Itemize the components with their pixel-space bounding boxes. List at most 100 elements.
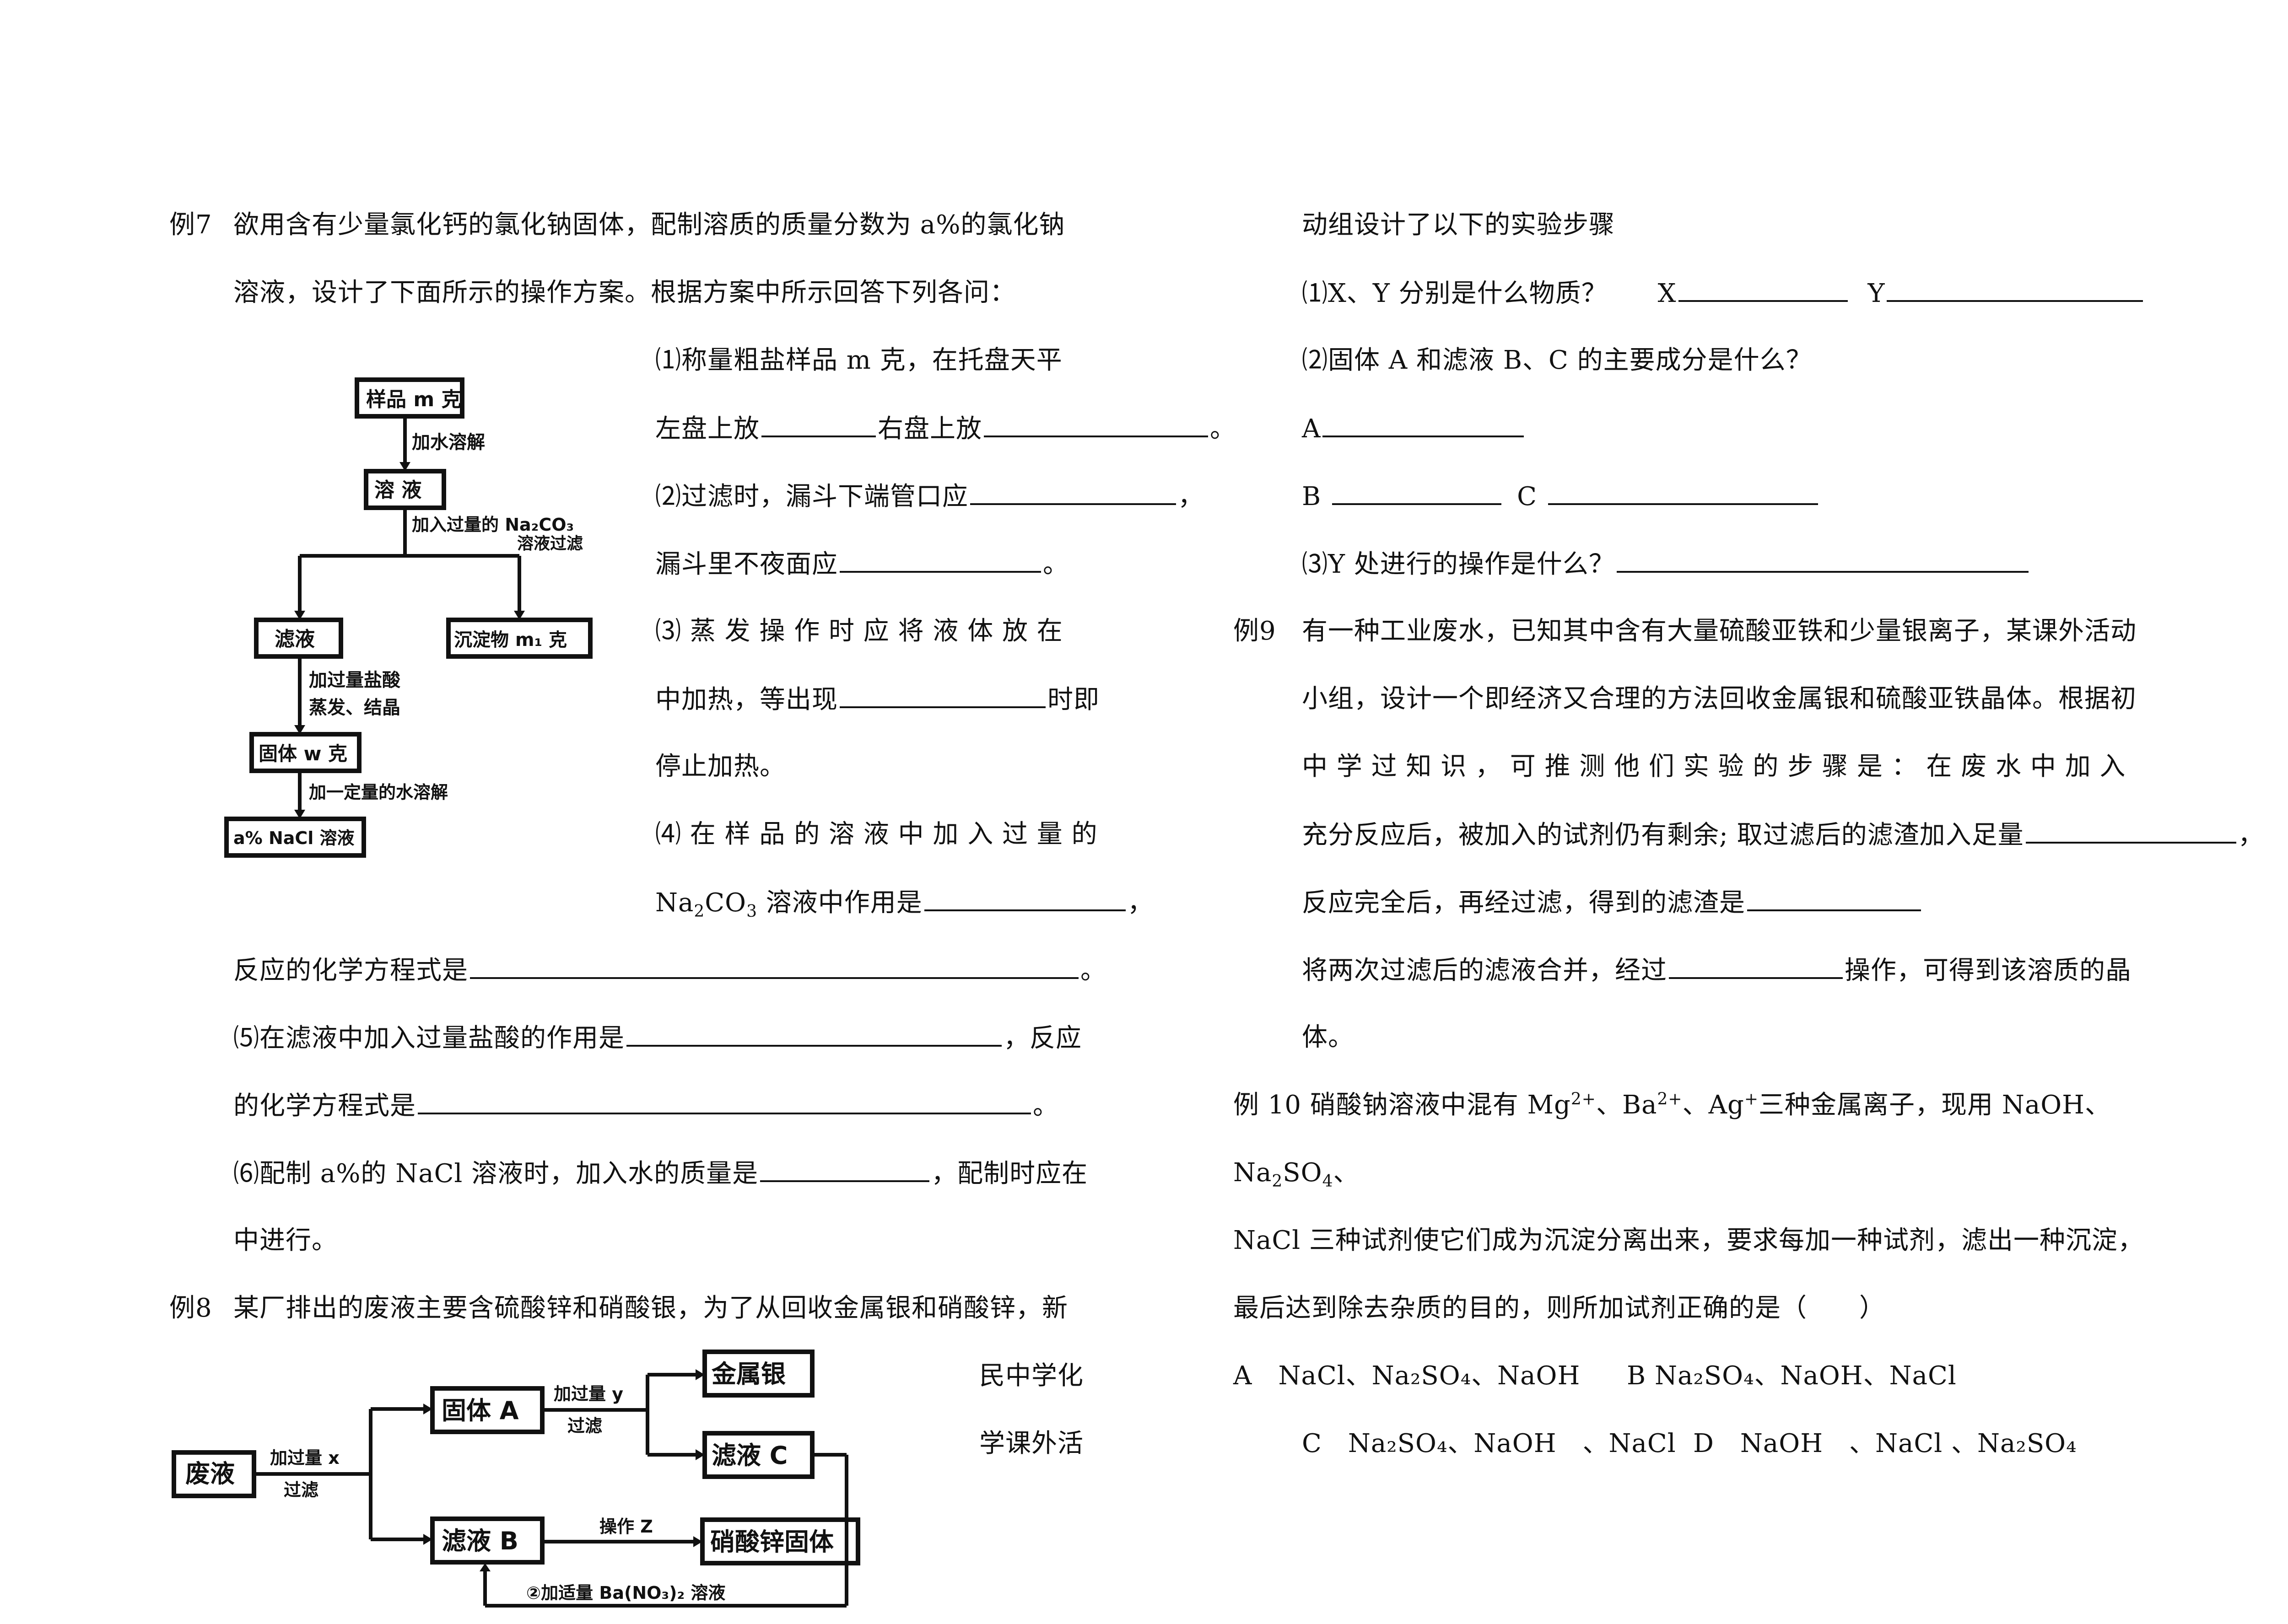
option-d[interactable]: D NaOH 、NaCl 、Na₂SO₄ — [1693, 1429, 2077, 1458]
q1-right-pan-blank[interactable] — [984, 412, 1208, 437]
r-q1: ⑴X、Y 分别是什么物质？ X Y — [1302, 276, 2145, 310]
flow8-silver-text: 金属银 — [711, 1360, 786, 1388]
q6-blank[interactable] — [760, 1156, 930, 1182]
flow8-zinc-text: 硝酸锌固体 — [710, 1527, 834, 1556]
q1-left-pan-blank[interactable] — [761, 412, 876, 437]
flow8-silver-box — [702, 1350, 815, 1398]
r-q2-c-label: C — [1517, 482, 1538, 511]
q3-blank[interactable] — [840, 683, 1046, 708]
q5-end: 。 — [1033, 1091, 1059, 1121]
example-8-label: 例8 — [169, 1293, 212, 1323]
q2-end: 。 — [1043, 549, 1069, 579]
ex10-mg-charge: 2+ — [1570, 1090, 1596, 1109]
q3-text: 中加热，等出现 — [655, 685, 838, 715]
example-8-flowchart: 废液 加过量 x 过滤 固体 A 滤液 B 加过量 y 过滤 金属银 滤液 C … — [172, 1350, 860, 1608]
flow7-filter: 溶液过滤 — [517, 534, 583, 553]
q1-left-pan-label: 左盘上放 — [655, 414, 760, 444]
r-q2-a-blank[interactable] — [1322, 412, 1524, 437]
q4-sub-3: 3 — [746, 902, 757, 921]
flow8-filter-1: 过滤 — [284, 1480, 318, 1500]
flow8-add-x: 加过量 x — [270, 1448, 340, 1468]
flow8-solid-a-text: 固体 A — [442, 1396, 519, 1425]
r-q2-b-label: B — [1302, 482, 1322, 511]
flow8-filtrate-b-text: 滤液 B — [442, 1527, 518, 1555]
r-q2: ⑵固体 A 和滤液 B、C 的主要成分是什么？ — [1302, 345, 1812, 375]
q4-line-2: Na2CO3 溶液中作用是， — [655, 886, 1154, 920]
r-q2-a-label: A — [1302, 414, 1321, 444]
q5-blank-1[interactable] — [626, 1021, 1002, 1047]
q3-line-3: 停止加热。 — [655, 752, 786, 781]
example-9-line-7: 体。 — [1302, 1022, 1354, 1052]
r-q1-x-label: X — [1657, 279, 1677, 308]
flow7-evap: 蒸发、结晶 — [309, 697, 400, 718]
q4-comma: ， — [1127, 888, 1154, 918]
r-q1-y-label: Y — [1867, 279, 1885, 308]
q2-comma: ， — [1178, 482, 1204, 511]
example-9-line-5: 反应完全后，再经过滤，得到的滤渣是 — [1302, 886, 1923, 920]
example-9-line-3: 中 学 过 知 识 ， 可 推 测 他 们 实 验 的 步 骤 是 ： 在 废 … — [1302, 752, 2126, 781]
example-9-label: 例9 — [1233, 616, 1276, 646]
flow7-solution-box — [364, 469, 446, 510]
flow7-sample-box — [355, 377, 464, 419]
example-9-line-6-end: 操作，可得到该溶质的晶 — [1845, 956, 2132, 985]
r-q3-blank[interactable] — [1616, 547, 2029, 573]
example-10-line-2: Na2SO4、 — [1233, 1156, 1359, 1191]
q6-line-1: ⑹配制 a%的 NaCl 溶液时，加入水的质量是，配制时应在 — [233, 1156, 1088, 1190]
example-9-line-1: 有一种工业废水，已知其中含有大量硫酸亚铁和少量银离子，某课外活动 — [1302, 616, 2137, 646]
ex10-sub-4: 4 — [1322, 1172, 1333, 1191]
example-8-line-1: 某厂排出的废液主要含硫酸锌和硝酸银，为了从回收金属银和硝酸锌，新 — [233, 1293, 1068, 1323]
q4-line-1: ⑷ 在 样 品 的 溶 液 中 加 入 过 量 的 — [655, 819, 1098, 849]
flow7-solution-text: 溶 液 — [374, 479, 421, 502]
example-9-line-6: 将两次过滤后的滤液合并，经过操作，可得到该溶质的晶 — [1302, 953, 2132, 987]
flow7-final-text: a% NaCl 溶液 — [233, 828, 355, 848]
example-7-label: 例7 — [169, 210, 212, 240]
q5-eq-label: 的化学方程式是 — [233, 1091, 416, 1121]
example-9-blank-1[interactable] — [2025, 818, 2236, 844]
flow8-filtrate-c-text: 滤液 C — [712, 1441, 788, 1470]
example-9-blank-3[interactable] — [1669, 953, 1843, 979]
ex10-text-a: 例 10 硝酸钠溶液中混有 Mg — [1233, 1090, 1571, 1120]
q5-text-end: ，反应 — [1004, 1023, 1082, 1053]
flow7-sample-text: 样品 m 克 — [366, 388, 461, 411]
flow7-add-water: 加水溶解 — [412, 432, 485, 453]
ex10-text-d: 三种金属离子，现用 NaOH、 — [1759, 1090, 2111, 1120]
r-q1-text: ⑴X、Y 分别是什么物质？ — [1302, 279, 1608, 308]
ex10-text-c: 、Ag — [1682, 1090, 1744, 1120]
q4-equation-blank[interactable] — [470, 953, 1079, 979]
option-a[interactable]: A NaCl、Na₂SO₄、NaOH — [1233, 1361, 1581, 1391]
example-7-flowchart: 样品 m 克 加水溶解 溶 液 加入过量的 Na₂CO₃ 溶液过滤 滤液 沉淀物… — [224, 377, 593, 858]
r-q2-a: A — [1302, 412, 1526, 446]
flow7-precip-box — [446, 618, 593, 659]
q3-end: 时即 — [1047, 685, 1100, 715]
q2-line-2: 漏斗里不夜面应 。 — [655, 547, 1069, 581]
r-q2-b-blank[interactable] — [1332, 479, 1502, 505]
q4-sub-2: 2 — [694, 902, 705, 921]
q1-line-1: ⑴称量粗盐样品 m 克，在托盘天平 — [655, 345, 1063, 375]
option-b[interactable]: B Na₂SO₄、NaOH、NaCl — [1627, 1361, 1957, 1391]
example-9-blank-2[interactable] — [1747, 886, 1921, 911]
example-10-line-4: 最后达到除去杂质的目的，则所加试剂正确的是（ ） — [1233, 1293, 1885, 1323]
r-q3-text: ⑶Y 处进行的操作是什么？ — [1302, 549, 1615, 579]
q2-blank-2[interactable] — [840, 547, 1041, 573]
q2-text-2: 漏斗里不夜面应 — [655, 549, 838, 579]
q4-blank-1[interactable] — [924, 886, 1126, 911]
flow8-ba-note: ②加适量 Ba(NO₃)₂ 溶液 — [526, 1583, 725, 1603]
example-9-line-4: 充分反应后，被加入的试剂仍有剩余; 取过滤后的滤渣加入足量， — [1302, 818, 2264, 852]
r-q1-y-blank[interactable] — [1887, 276, 2143, 302]
q5-equation-blank[interactable] — [418, 1089, 1031, 1114]
q2-blank-1[interactable] — [970, 479, 1176, 505]
q6-text-end: ，配制时应在 — [931, 1159, 1088, 1188]
flow8-zinc-box — [700, 1517, 860, 1565]
q6-line-2: 中进行。 — [233, 1226, 338, 1255]
option-c[interactable]: C Na₂SO₄、NaOH 、NaCl — [1302, 1429, 1676, 1458]
flow7-final-box — [224, 817, 366, 858]
q3-line-2: 中加热，等出现 时即 — [655, 683, 1100, 716]
r-q2-c-blank[interactable] — [1548, 479, 1819, 505]
flow8-add-y: 加过量 y — [554, 1384, 623, 1404]
q2-line-1: ⑵过滤时，漏斗下端管口应， — [655, 479, 1204, 513]
flow8-waste-text: 废液 — [185, 1459, 235, 1488]
flow7-precip-text: 沉淀物 m₁ 克 — [454, 629, 567, 651]
flow7-add-water-2: 加一定量的水溶解 — [309, 782, 448, 802]
ex10-na: Na — [1233, 1158, 1272, 1188]
r-q1-x-blank[interactable] — [1678, 276, 1848, 302]
